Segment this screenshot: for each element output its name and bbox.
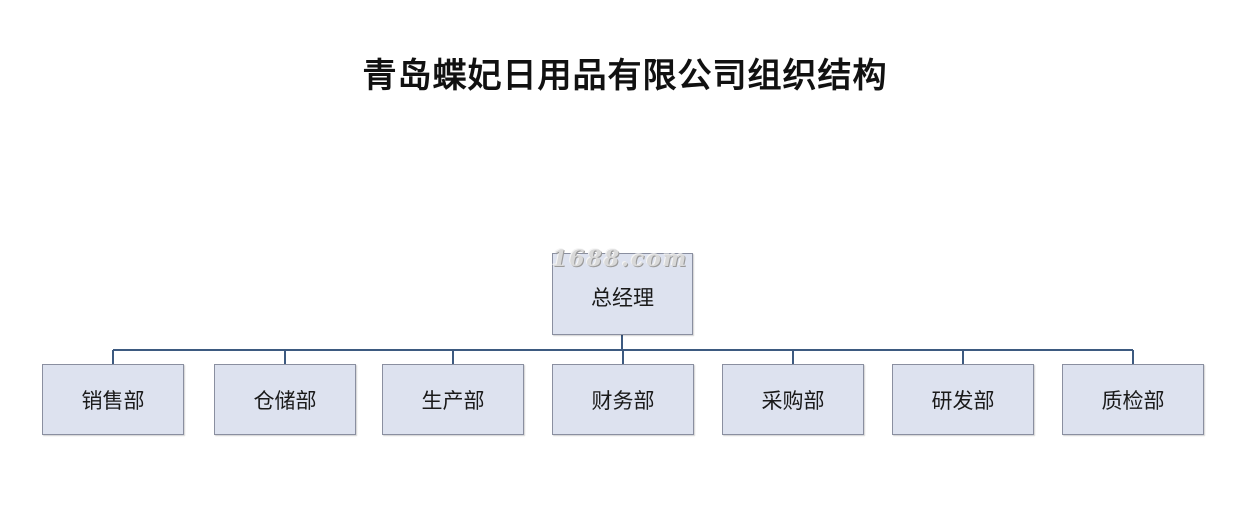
node-rd-dept-label: 研发部 <box>931 388 995 413</box>
node-general-manager-label: 总经理 <box>591 286 654 310</box>
node-production-dept-label: 生产部 <box>421 388 485 413</box>
node-production-dept[interactable]: 生产部 <box>382 364 524 435</box>
node-finance-dept[interactable]: 财务部 <box>552 364 694 435</box>
node-finance-dept-label: 财务部 <box>591 388 655 413</box>
watermark: 1688.com <box>552 246 689 272</box>
node-sales-dept-label: 销售部 <box>81 388 145 413</box>
node-rd-dept[interactable]: 研发部 <box>892 364 1034 435</box>
node-warehouse-dept-label: 仓储部 <box>253 388 317 413</box>
node-purchasing-dept[interactable]: 采购部 <box>722 364 864 435</box>
node-general-manager[interactable]: 总经理 <box>552 253 693 335</box>
node-purchasing-dept-label: 采购部 <box>761 388 825 413</box>
node-qc-dept[interactable]: 质检部 <box>1062 364 1204 435</box>
chart-title: 青岛蝶妃日用品有限公司组织结构 <box>362 56 888 96</box>
node-sales-dept[interactable]: 销售部 <box>42 364 184 435</box>
node-qc-dept-label: 质检部 <box>1101 388 1165 413</box>
node-warehouse-dept[interactable]: 仓储部 <box>214 364 356 435</box>
